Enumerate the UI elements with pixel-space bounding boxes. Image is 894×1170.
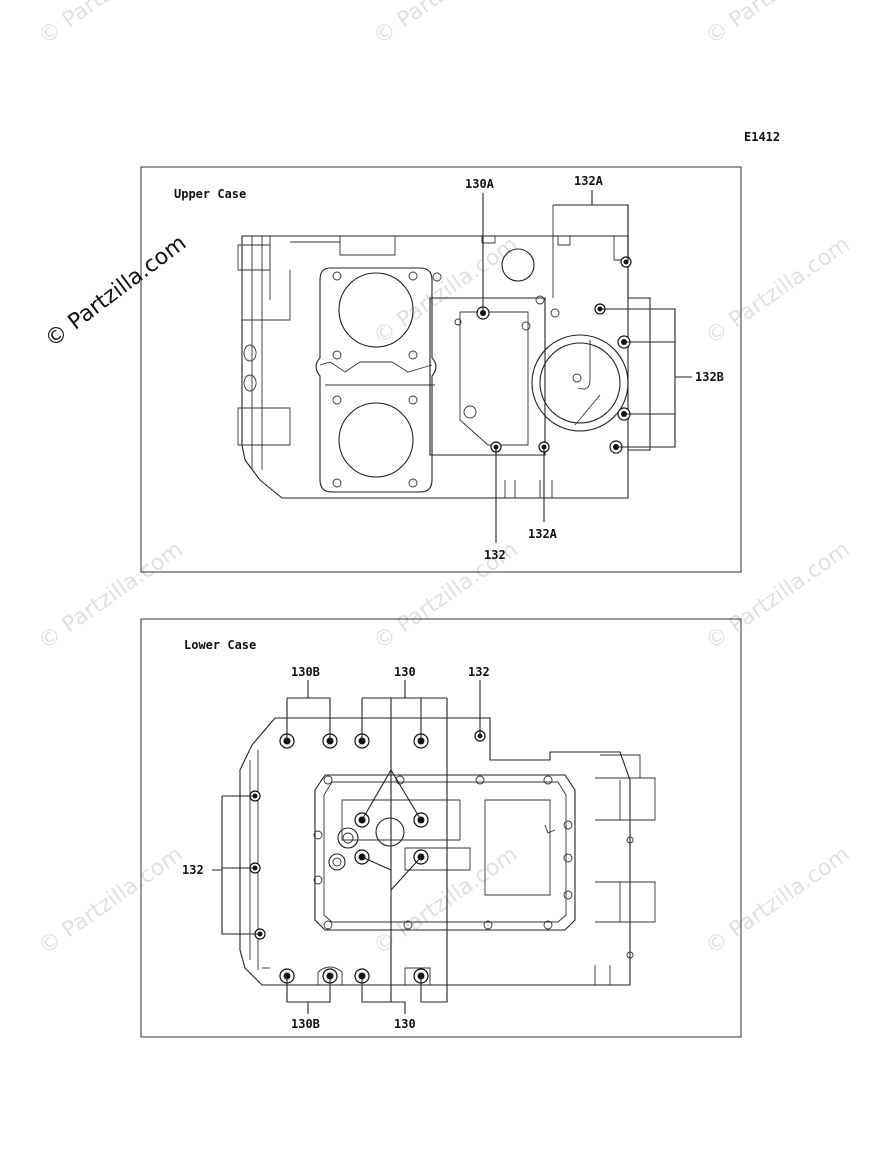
upper-case-leaders bbox=[482, 190, 692, 543]
lower-case-title: Lower Case bbox=[184, 638, 256, 652]
label-132: 132 bbox=[484, 548, 506, 562]
label-132A-bottom: 132A bbox=[528, 527, 558, 541]
lower-case-frame bbox=[140, 618, 742, 1038]
watermark: © Partzilla.com bbox=[369, 842, 522, 960]
label-132-left: 132 bbox=[182, 863, 204, 877]
watermark-prominent: © Partzilla.com bbox=[41, 231, 192, 353]
lower-case-drawing bbox=[239, 717, 656, 986]
label-130-top: 130 bbox=[394, 665, 416, 679]
label-132B: 132B bbox=[695, 370, 724, 384]
watermark: © Partzilla.com bbox=[34, 0, 187, 50]
label-130-bottom: 130 bbox=[394, 1017, 416, 1031]
upper-case-frame bbox=[140, 166, 742, 573]
label-130B-bottom: 130B bbox=[291, 1017, 320, 1031]
label-132A-top: 132A bbox=[574, 174, 604, 188]
label-130B-top: 130B bbox=[291, 665, 320, 679]
diagram-code: E1412 bbox=[744, 130, 780, 144]
label-132-top: 132 bbox=[468, 665, 490, 679]
watermark: © Partzilla.com bbox=[369, 232, 522, 350]
watermark: © Partzilla.com bbox=[701, 842, 854, 960]
lower-case-leaders bbox=[212, 680, 481, 1014]
watermark: © Partzilla.com bbox=[34, 537, 187, 655]
upper-case-drawing bbox=[237, 204, 651, 499]
lower-case-bolts bbox=[249, 730, 486, 984]
watermark: © Partzilla.com bbox=[701, 232, 854, 350]
upper-case-panel: Upper Case bbox=[140, 166, 742, 573]
watermark-layer: © Partzilla.com © Partzilla.com © Partzi… bbox=[34, 0, 854, 960]
watermark: © Partzilla.com bbox=[701, 537, 854, 655]
watermark: © Partzilla.com bbox=[701, 0, 854, 50]
upper-case-title: Upper Case bbox=[174, 187, 246, 201]
watermark: © Partzilla.com bbox=[369, 0, 522, 50]
label-130A: 130A bbox=[465, 177, 495, 191]
lower-case-panel: Lower Case bbox=[140, 618, 742, 1038]
watermark: © Partzilla.com bbox=[34, 842, 187, 960]
